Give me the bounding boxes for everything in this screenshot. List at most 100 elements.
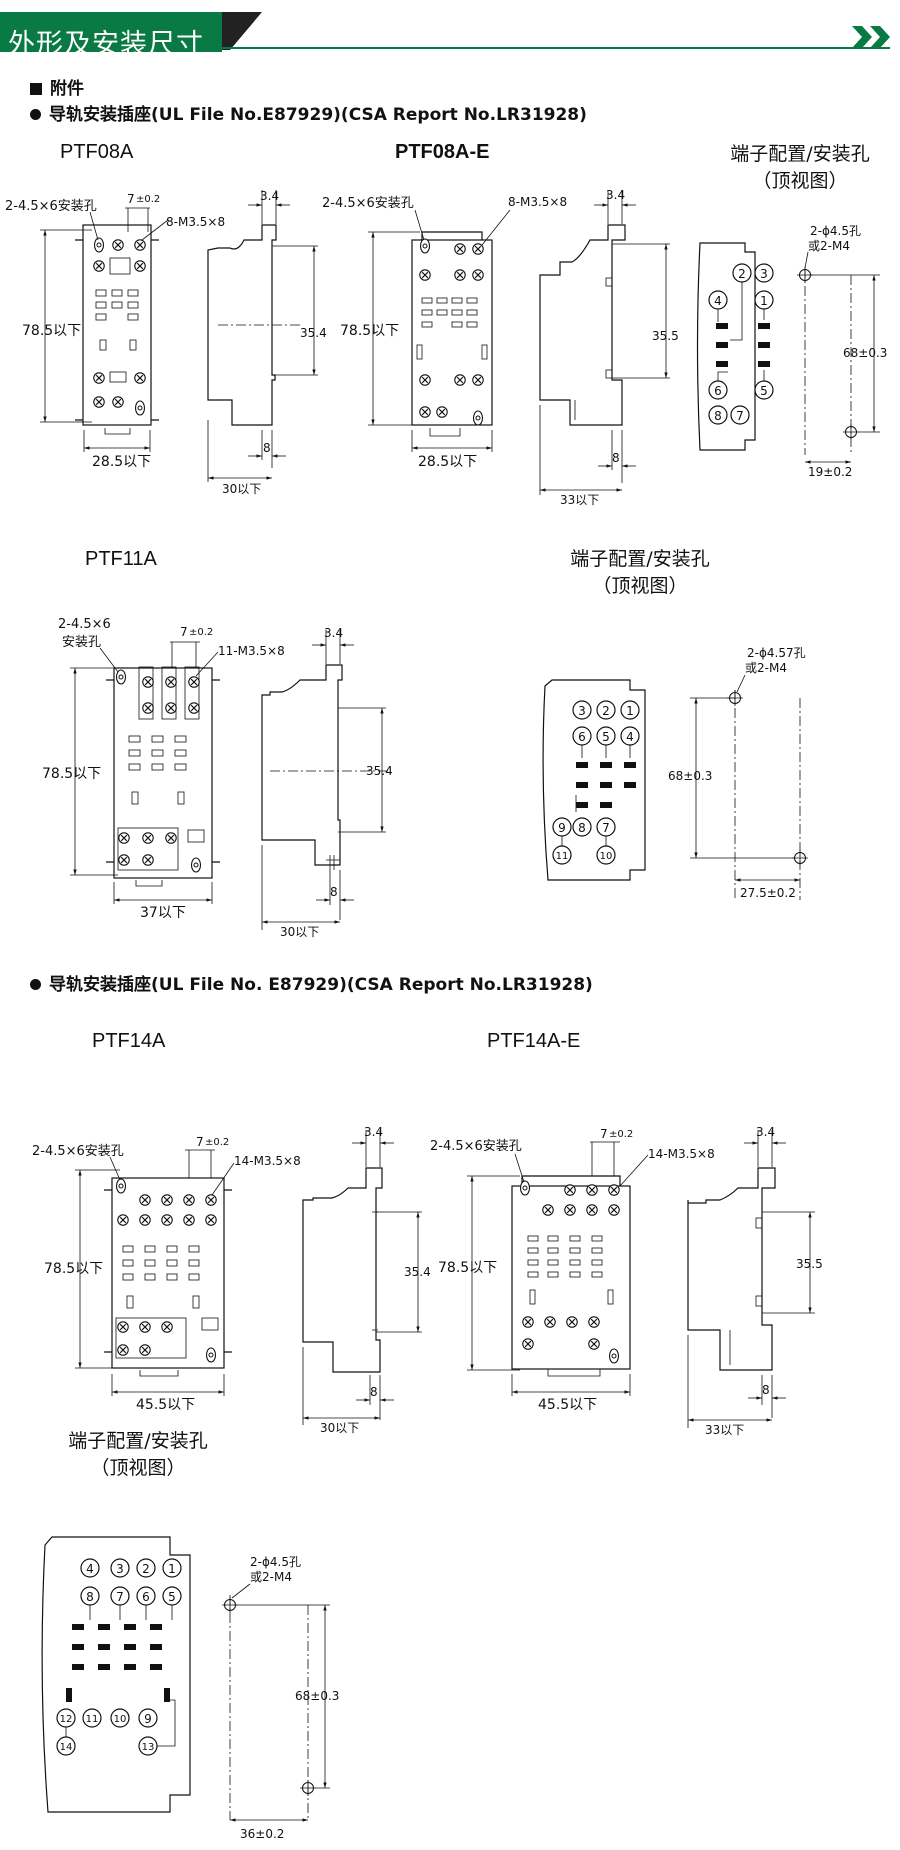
svg-text:4: 4 <box>626 730 634 744</box>
ptf14a-e-top-view <box>511 1175 631 1377</box>
ptf08a-e-top-view <box>411 231 493 437</box>
ptf08a-e-height-label: 78.5以下 <box>340 323 399 339</box>
term11-circle-9: 9 <box>552 817 572 837</box>
svg-text:13: 13 <box>142 1742 155 1753</box>
ptf08a-rail-dim: 35.4 <box>300 326 327 340</box>
model-ptf11a: PTF11A <box>85 548 157 570</box>
ptf14a-side-depth: 30以下 <box>320 1421 359 1435</box>
terminal-title-line1: 端子配置/安装孔 <box>68 1430 208 1452</box>
ptf14a-height-label: 78.5以下 <box>44 1261 103 1277</box>
page-header: 外形及安装尺寸 <box>0 10 900 62</box>
term14-circle-7: 7 <box>110 1586 130 1606</box>
terminal-title-line2: （顶视图） <box>90 1457 186 1479</box>
term8-circle-2: 2 <box>732 263 752 283</box>
ptf11a-dims: 78.5以下 37以下 2-4.5×6 安装孔 7 ±0.2 11-M3.5×8 <box>42 617 285 921</box>
ptf14a-e-side-8: 8 <box>762 1383 770 1397</box>
svg-text:2: 2 <box>142 1562 150 1576</box>
group-heading-1: 导轨安装插座(UL File No.E87929)(CSA Report No.… <box>30 100 587 125</box>
ptf08a-e-side-view: 3.4 35.5 8 33以下 <box>539 188 679 507</box>
term11-circle-2: 2 <box>596 700 616 720</box>
term11-circle-3: 3 <box>572 700 592 720</box>
header-slant <box>222 12 262 50</box>
ptf14a-side-thickness: 3.4 <box>364 1125 383 1139</box>
ptf08a-e-screw-label: 8-M3.5×8 <box>508 195 567 209</box>
ptf08a-height-label: 78.5以下 <box>22 323 81 339</box>
ptf14a-pitch-tol: ±0.2 <box>205 1137 229 1148</box>
chevron-right-icon <box>852 26 872 48</box>
terminal-title-line1: 端子配置/安装孔 <box>570 548 710 570</box>
svg-text:6: 6 <box>714 384 722 398</box>
svg-text:1: 1 <box>168 1562 176 1576</box>
svg-text:8: 8 <box>86 1590 94 1604</box>
ptf08a-top-view <box>75 224 159 435</box>
svg-text:6: 6 <box>142 1590 150 1604</box>
svg-text:4: 4 <box>714 294 722 308</box>
term8-circle-3: 3 <box>754 263 774 283</box>
ptf08-pitch-68: 68±0.3 <box>843 346 887 360</box>
ptf08a-pitch-label: 7 <box>127 192 135 206</box>
svg-text:9: 9 <box>558 821 566 835</box>
chevron-right-icon-2 <box>870 26 890 48</box>
svg-text:4: 4 <box>86 1562 94 1576</box>
ptf11a-hole-label: 2-4.5×6 <box>58 617 111 632</box>
ptf14a-e-side-thickness: 3.4 <box>756 1125 775 1139</box>
term8-circle-5: 5 <box>754 380 774 400</box>
group-heading-2: 导轨安装插座(UL File No. E87929)(CSA Report No… <box>30 970 593 995</box>
svg-text:11: 11 <box>86 1714 99 1725</box>
ptf11a-pitch-tol: ±0.2 <box>189 627 213 638</box>
ptf14a-e-width-label: 45.5以下 <box>538 1397 597 1413</box>
terminal-title-ptf08: 端子配置/安装孔 （顶视图） <box>700 141 900 195</box>
term8-circle-7: 7 <box>730 405 750 425</box>
svg-text:1: 1 <box>760 294 768 308</box>
ptf14a-pitch-label: 7 <box>196 1135 204 1149</box>
ptf14-mount-holes: 68±0.3 2-ϕ4.5孔 或2-M4 36±0.2 <box>221 1555 339 1841</box>
ptf08a-pitch-tol: ±0.2 <box>136 194 160 205</box>
ptf08a-width-label: 28.5以下 <box>92 454 151 470</box>
svg-text:1: 1 <box>626 704 634 718</box>
ptf11a-top-view <box>106 666 220 887</box>
ptf11-terminal-view: 3 2 1 6 5 4 9 8 7 11 10 <box>542 679 646 881</box>
ptf11a-height-label: 78.5以下 <box>42 766 101 782</box>
svg-text:5: 5 <box>760 384 768 398</box>
ptf08a-hole-label: 2-4.5×6安装孔 <box>5 199 97 214</box>
ptf14a-e-screw-label: 14-M3.5×8 <box>648 1147 715 1161</box>
ptf11a-side-depth: 30以下 <box>280 925 319 939</box>
term14-circle-9: 9 <box>138 1708 158 1728</box>
ptf11-pitch-275: 27.5±0.2 <box>740 886 796 900</box>
term14-circle-14: 14 <box>56 1736 76 1756</box>
ptf08-pitch-19: 19±0.2 <box>808 465 852 479</box>
svg-text:10: 10 <box>600 851 613 862</box>
svg-text:8: 8 <box>578 821 586 835</box>
ptf08a-dims: 78.5以下 28.5以下 2-4.5×6安装孔 7 ±0.2 8-M3.5×8 <box>5 192 225 470</box>
ptf14a-e-pitch-label: 7 <box>600 1127 608 1141</box>
term14-circle-2: 2 <box>136 1558 156 1578</box>
ptf14a-width-label: 45.5以下 <box>136 1397 195 1413</box>
term14-circle-8: 8 <box>80 1586 100 1606</box>
ptf08a-e-dims: 78.5以下 28.5以下 2-4.5×6安装孔 8-M3.5×8 <box>322 195 567 470</box>
ptf11a-width-label: 37以下 <box>140 905 186 921</box>
svg-text:7: 7 <box>116 1590 124 1604</box>
term8-circle-1: 1 <box>754 290 774 310</box>
svg-text:3: 3 <box>116 1562 124 1576</box>
ptf08a-side-depth: 30以下 <box>222 482 261 496</box>
ptf14a-e-height-label: 78.5以下 <box>438 1260 497 1276</box>
term8-circle-6: 6 <box>708 380 728 400</box>
ptf08a-side-thickness: 3.4 <box>260 189 279 203</box>
header-graphic <box>0 12 890 52</box>
term11-circle-5: 5 <box>596 726 616 746</box>
svg-text:5: 5 <box>602 730 610 744</box>
ptf08-mh-label-2: 或2-M4 <box>808 239 850 253</box>
ptf11a-side-view: 3.4 35.4 8 30以下 <box>261 626 393 939</box>
svg-text:2: 2 <box>738 267 746 281</box>
term14-circle-10: 10 <box>110 1708 130 1728</box>
svg-text:14: 14 <box>60 1742 73 1753</box>
ptf14a-dims: 78.5以下 45.5以下 2-4.5×6安装孔 7 ±0.2 14-M3.5×… <box>32 1135 301 1413</box>
ptf14a-e-dims: 78.5以下 45.5以下 2-4.5×6安装孔 7 ±0.2 14-M3.5×… <box>430 1127 715 1413</box>
term11-circle-7: 7 <box>596 817 616 837</box>
ptf14-pitch-68: 68±0.3 <box>295 1689 339 1703</box>
term11-circle-4: 4 <box>620 726 640 746</box>
term11-circle-8: 8 <box>572 817 592 837</box>
term11-circle-11: 11 <box>552 845 572 865</box>
ptf08-mount-holes: 68±0.3 2-ϕ4.5孔 或2-M4 19±0.2 <box>796 224 887 479</box>
